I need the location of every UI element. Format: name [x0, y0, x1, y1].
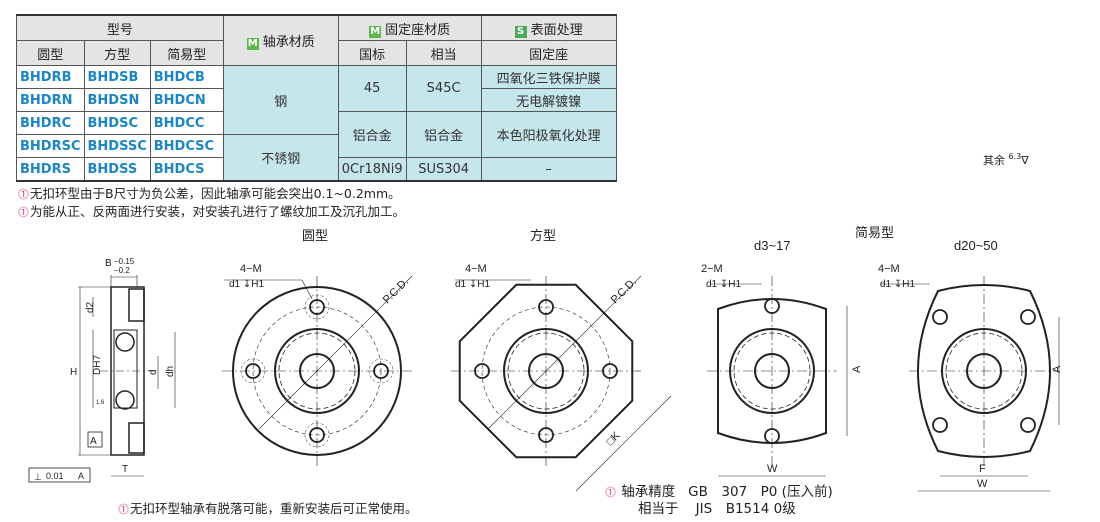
simple-b-range: d20~50	[954, 238, 998, 253]
callout-simple-a: d1 ↧H1	[706, 279, 742, 290]
dim-F: F	[979, 463, 986, 475]
sub-equiv: 相当	[405, 40, 482, 66]
note-3: ⓵无扣环型轴承有脱落可能，重新安装后可正常使用。	[118, 501, 418, 516]
perpendicularity-icon: ⊥	[34, 472, 42, 482]
bearing-steel: 钢	[222, 65, 339, 135]
model-code[interactable]: BHDSB	[83, 65, 151, 89]
model-code[interactable]: BHDSN	[83, 88, 151, 112]
simple-flange-view-a	[707, 276, 848, 477]
model-code[interactable]: BHDCS	[149, 157, 224, 182]
warning-icon: ⓵	[605, 486, 616, 499]
surface: –	[480, 157, 617, 182]
model-code[interactable]: BHDRSC	[16, 134, 85, 158]
perp-tolerance: 0.01	[46, 471, 64, 481]
pcd-square: P.C.D.	[609, 276, 639, 306]
sub-square: 方型	[83, 40, 151, 66]
dim-A-a: A	[851, 365, 863, 373]
dim-K: □K	[604, 429, 623, 448]
svg-text:−0.2: −0.2	[114, 266, 130, 275]
dim-B: B	[105, 258, 112, 269]
model-code[interactable]: BHDSS	[83, 157, 151, 182]
model-code[interactable]: BHDCSC	[149, 134, 224, 158]
table-row: BHDRB BHDSB BHDCB 钢 45 S45C 四氧化三铁保护膜	[16, 65, 617, 135]
square-flange-view	[451, 275, 672, 492]
dim-W-a: W	[767, 463, 778, 475]
simple-a-range: d3~17	[754, 238, 791, 253]
precision-note: ⓵ 轴承精度 GB 307 P0 (压入前) 相当于 JIS B1514 0级	[605, 484, 833, 517]
seat-gb: 铝合金	[337, 111, 407, 158]
warning-icon: ⓵	[18, 206, 29, 219]
table-row: BHDRS BHDSS BHDCS 0Cr18Ni9 SUS304 –	[16, 157, 617, 182]
model-code[interactable]: BHDRS	[16, 157, 85, 182]
sub-simple: 简易型	[149, 40, 224, 66]
dim-dh: dh	[165, 366, 176, 377]
round-flange-view	[222, 275, 413, 466]
dim-d: d	[148, 369, 159, 375]
label-4m-round: 4−M	[240, 263, 262, 275]
warning-icon: ⓵	[18, 188, 29, 201]
sub-round: 圆型	[16, 40, 85, 66]
note-2: ⓵为能从正、反两面进行安装，对安装孔进行了螺纹加工及沉孔加工。	[18, 204, 406, 219]
title-simple: 简易型	[855, 225, 894, 240]
model-code[interactable]: BHDCB	[149, 65, 224, 89]
roughness-1.6: 1.6	[96, 400, 105, 406]
callout-square: d1 ↧H1	[455, 279, 491, 290]
model-code[interactable]: BHDRN	[16, 88, 85, 112]
seat-equiv: SUS304	[405, 157, 482, 182]
bearing-stainless: 不锈钢	[222, 134, 339, 182]
dim-H: H	[70, 367, 77, 378]
seat-gb: 0Cr18Ni9	[337, 157, 407, 182]
title-square: 方型	[530, 228, 556, 243]
svg-text:A: A	[78, 471, 84, 481]
surface: 无电解镀镍	[480, 88, 617, 112]
pcd-round: P.C.D.	[381, 276, 411, 306]
surface: 四氧化三铁保护膜	[480, 65, 617, 89]
callout-round: d1 ↧H1	[229, 279, 265, 290]
callout-simple-b: d1 ↧H1	[880, 279, 916, 290]
simple-flange-view-b	[880, 276, 1060, 492]
datum-A: A	[90, 436, 97, 447]
table-row: BHDRSC BHDSSC BHDCSC 不锈钢	[16, 134, 617, 182]
sub-seat: 固定座	[480, 40, 617, 66]
dim-A-b: A	[1051, 365, 1063, 373]
dim-DH7: DH7	[92, 355, 103, 375]
dim-T: T	[122, 464, 128, 475]
label-4m-b: 4−M	[878, 263, 900, 275]
sub-gb: 国标	[337, 40, 407, 66]
table-row: BHDRC BHDSC BHDCC 铝合金 铝合金 本色阳极氧化处理	[16, 111, 617, 158]
side-view: B −0.15 −0.2 H DH7 d2 d dh T 1.6 A 0.01 …	[28, 257, 176, 483]
surface: 本色阳极氧化处理	[480, 111, 617, 158]
model-code[interactable]: BHDRB	[16, 65, 85, 89]
roughness-icon: ∇	[1021, 154, 1029, 167]
warning-icon: ⓵	[118, 503, 129, 516]
table-row: BHDRN BHDSN BHDCN 无电解镀镍	[16, 88, 617, 112]
seat-equiv: S45C	[405, 65, 482, 112]
model-code[interactable]: BHDSSC	[83, 134, 151, 158]
model-code[interactable]: BHDCC	[149, 111, 224, 135]
note-1: ⓵无扣环型由于B尺寸为负公差，因此轴承可能会突出0.1~0.2mm。	[18, 186, 401, 201]
roughness-note: 其余 6.3∇	[983, 152, 1029, 167]
model-code[interactable]: BHDCN	[149, 88, 224, 112]
title-round: 圆型	[302, 228, 328, 243]
dim-W-b: W	[977, 478, 988, 490]
dim-d2: d2	[85, 301, 96, 313]
label-4m-square: 4−M	[465, 263, 487, 275]
label-2m: 2−M	[701, 263, 723, 275]
svg-text:−0.15: −0.15	[114, 257, 135, 266]
